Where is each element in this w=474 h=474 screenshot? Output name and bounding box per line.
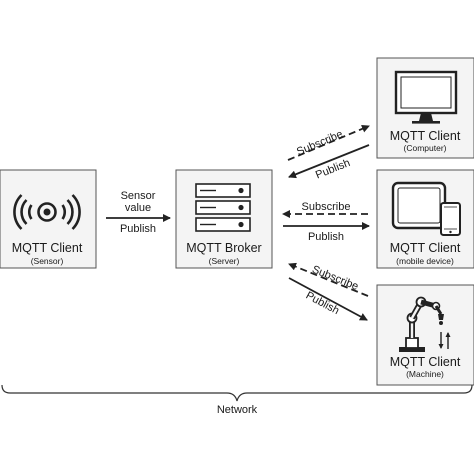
up-down-arrows-icon	[438, 332, 451, 349]
mobile-client-node: MQTT Client (mobile device)	[376, 169, 474, 269]
machine-client-title: MQTT Client	[390, 355, 461, 369]
network-brace: Network	[1, 384, 473, 416]
publish-label-computer: Publish	[314, 157, 352, 182]
radio-signal-icon	[13, 194, 81, 230]
subscribe-arrow-machine	[288, 262, 369, 297]
subscribe-arrow-computer	[287, 125, 370, 161]
publish-label-mobile: Publish	[308, 231, 344, 243]
publish-arrow-machine	[288, 277, 368, 321]
sensor-client-subtitle: (Sensor)	[31, 256, 64, 266]
machine-client-subtitle: (Machine)	[406, 369, 444, 379]
sensor-client-node: MQTT Client (Sensor)	[0, 169, 97, 269]
server-rack-icon	[195, 183, 251, 232]
sensor-client-title: MQTT Client	[12, 241, 83, 255]
tablet-phone-icon	[391, 181, 461, 236]
sensor-value-label-line1: Sensor	[121, 190, 156, 202]
subscribe-label-mobile: Subscribe	[302, 201, 351, 213]
computer-client-node: MQTT Client (Computer)	[376, 57, 474, 159]
sensor-value-label-line2: value	[125, 202, 151, 214]
robot-arm-icon	[399, 296, 444, 352]
broker-computer-edge: Subscribe Publish	[287, 125, 370, 182]
network-brace-line	[1, 384, 473, 402]
broker-node: MQTT Broker (Server)	[175, 169, 273, 269]
broker-subtitle: (Server)	[209, 256, 240, 266]
computer-monitor-icon	[394, 70, 458, 124]
broker-title: MQTT Broker	[186, 241, 261, 255]
broker-machine-edge: Subscribe Publish	[288, 262, 369, 321]
network-label: Network	[217, 404, 258, 416]
sensor-publish-label: Publish	[120, 223, 156, 235]
subscribe-label-machine: Subscribe	[310, 263, 360, 292]
publish-arrow-computer	[288, 144, 370, 179]
machine-client-node: MQTT Client (Machine)	[376, 284, 474, 386]
computer-client-title: MQTT Client	[390, 129, 461, 143]
sensor-to-broker-edge: Sensor value Publish	[106, 190, 171, 235]
mobile-client-title: MQTT Client	[390, 241, 461, 255]
computer-client-subtitle: (Computer)	[404, 143, 447, 153]
broker-mobile-edge: Subscribe Publish	[282, 201, 370, 243]
publish-label-machine: Publish	[304, 290, 341, 318]
subscribe-label-computer: Subscribe	[295, 128, 345, 158]
mobile-client-subtitle: (mobile device)	[396, 256, 454, 266]
